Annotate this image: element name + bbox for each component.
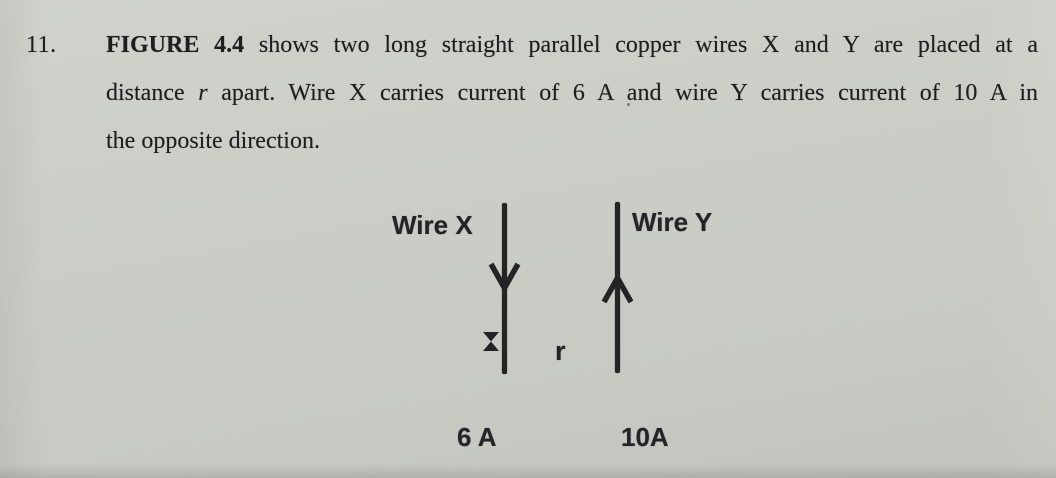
scan-artifact-dot [627,103,630,106]
question-line-2-pre: distance [106,80,199,106]
distance-symbol: r [198,80,208,106]
wire-y-label: Wire Y [632,207,713,237]
question-line-2: distance r apart. Wire X carries current… [106,69,1038,117]
current-y-label: 10A [621,422,669,452]
bowtie-mark-icon [483,332,499,351]
question-line-2-post: apart. Wire X carries current of 6 A and… [207,80,1039,106]
distance-r-label: r [555,336,566,366]
question-line-3: the opposite direction. [106,117,1038,165]
current-down-arrow-icon [488,262,521,291]
current-up-arrow-icon [601,275,634,304]
figure-reference: FIGURE 4.4 [106,32,245,58]
question-line-1-rest: shows two long straight parallel copper … [244,32,1038,58]
current-x-label: 6 A [457,422,497,452]
question-line-3-text: the opposite direction. [106,128,320,154]
question-number: 11. [26,32,57,58]
question-line-1: FIGURE 4.4 shows two long straight paral… [106,21,1038,69]
wire-y-line [615,202,620,373]
question-text: FIGURE 4.4 shows two long straight paral… [106,21,1038,165]
wire-x-label: Wire X [392,210,473,240]
